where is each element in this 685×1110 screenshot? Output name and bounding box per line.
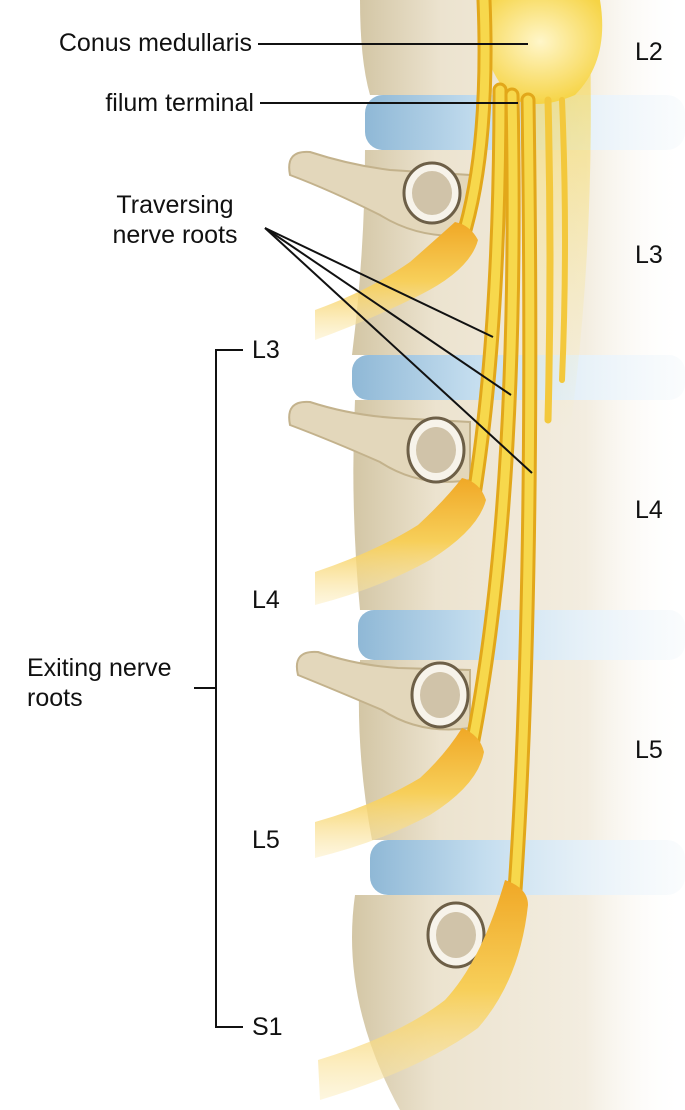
descending-nerve-roots	[454, 0, 568, 898]
vertebra-level-l2-label: L2	[635, 38, 663, 66]
exiting-level-l4-label: L4	[252, 586, 280, 614]
filum-terminal-label: filum terminal	[105, 89, 254, 117]
traversing-leader-line-1	[264, 227, 494, 338]
exiting-root-l5	[315, 728, 484, 858]
exiting-level-l3-label: L3	[252, 336, 280, 364]
vertebra-level-l5-label: L5	[635, 736, 663, 764]
traversing-leader-line-3	[264, 227, 533, 474]
traversing-label-line-1: Traversing	[116, 191, 234, 219]
traversing-nerve-roots-label: Traversing nerve roots	[90, 190, 260, 250]
exiting-roots-bracket	[194, 349, 243, 1028]
exiting-level-l5-label: L5	[252, 826, 280, 854]
pedicles	[402, 161, 486, 969]
disc-l5-s1	[370, 840, 685, 895]
vertebra-level-l4-label: L4	[635, 496, 663, 524]
filum-terminale	[544, 96, 554, 424]
vertebra-level-l3-label: L3	[635, 241, 663, 269]
exiting-level-s1-label: S1	[252, 1013, 283, 1041]
pedicle-l5	[410, 661, 470, 729]
pedicle-l4	[406, 416, 466, 484]
exiting-root-l4	[315, 478, 486, 605]
pedicle-l3	[402, 161, 462, 225]
disc-l3-l4	[352, 355, 685, 400]
traversing-label-line-2: nerve roots	[112, 221, 238, 249]
conus-medullaris	[478, 0, 603, 104]
traversing-leader-line-2	[264, 227, 512, 396]
conus-medullaris-label: Conus medullaris	[58, 29, 252, 57]
exiting-label-line-2: roots	[27, 684, 83, 712]
leader-lines	[194, 43, 533, 1028]
exiting-label-line-1: Exiting nerve	[27, 654, 172, 682]
exiting-root-s1	[318, 880, 528, 1100]
cauda-equina-bundle	[520, 40, 591, 430]
exiting-nerve-roots-label: Exiting nerve roots	[27, 653, 202, 713]
pedicle-s1	[426, 901, 486, 969]
